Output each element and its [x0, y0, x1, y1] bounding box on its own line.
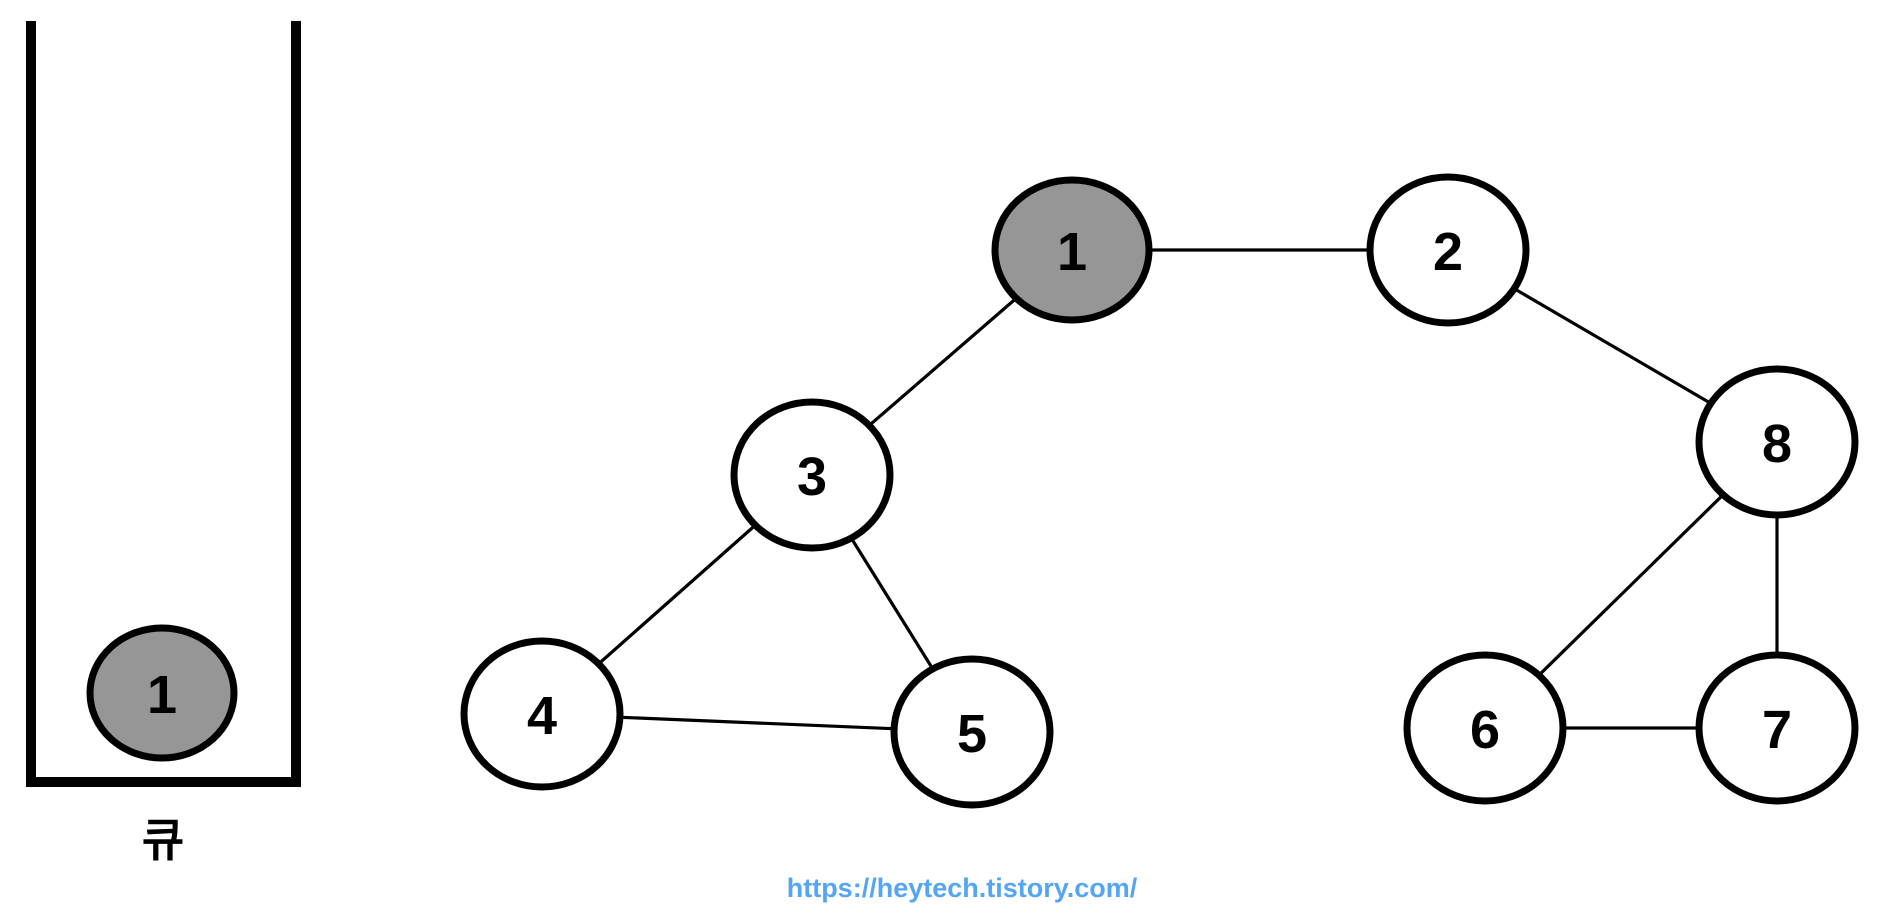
watermark-url: https://heytech.tistory.com/	[787, 873, 1138, 903]
queue-item-label: 1	[147, 665, 177, 725]
graph-node-label-5: 5	[957, 704, 987, 764]
graph-node-4: 4	[460, 637, 624, 791]
queue-item-circle	[86, 624, 238, 762]
graph-node-circle-7	[1695, 651, 1859, 805]
graph-node-circle-4	[460, 637, 624, 791]
graph-edge-4-5	[617, 715, 897, 731]
graph-node-6: 6	[1403, 651, 1567, 805]
graph-node-circle-1	[991, 176, 1153, 324]
graph-node-1: 1	[991, 176, 1153, 324]
graph-node-circle-2	[1366, 173, 1530, 327]
queue-container: 1	[26, 21, 301, 787]
graph-edge-2-8	[1511, 286, 1714, 406]
graph-node-2: 2	[1366, 173, 1530, 327]
graph-node-8: 8	[1695, 365, 1859, 519]
graph-node-3: 3	[730, 398, 894, 552]
graph-edges	[596, 248, 1779, 731]
graph-node-circle-8	[1695, 365, 1859, 519]
graph-edge-3-4	[596, 522, 758, 667]
graph-node-label-1: 1	[1057, 222, 1087, 282]
graph-node-label-2: 2	[1433, 222, 1463, 282]
graph-node-label-8: 8	[1762, 414, 1792, 474]
queue-caption-label: 큐	[142, 814, 184, 866]
graph-edge-1-3	[866, 296, 1019, 428]
graph-node-label-4: 4	[527, 686, 557, 746]
graph-node-label-7: 7	[1762, 700, 1792, 760]
graph-node-7: 7	[1695, 651, 1859, 805]
graph-edge-3-5	[849, 535, 935, 672]
graph-node-circle-3	[730, 398, 894, 552]
graph-node-5: 5	[890, 655, 1054, 809]
graph-node-label-3: 3	[797, 447, 827, 507]
queue-item: 1	[86, 624, 238, 762]
graph-nodes: 1 2 3 4 5 6 7 8	[460, 173, 1859, 809]
graph-edge-8-6	[1536, 492, 1726, 678]
graph-node-label-6: 6	[1470, 700, 1500, 760]
graph-node-circle-5	[890, 655, 1054, 809]
graph-node-circle-6	[1403, 651, 1567, 805]
